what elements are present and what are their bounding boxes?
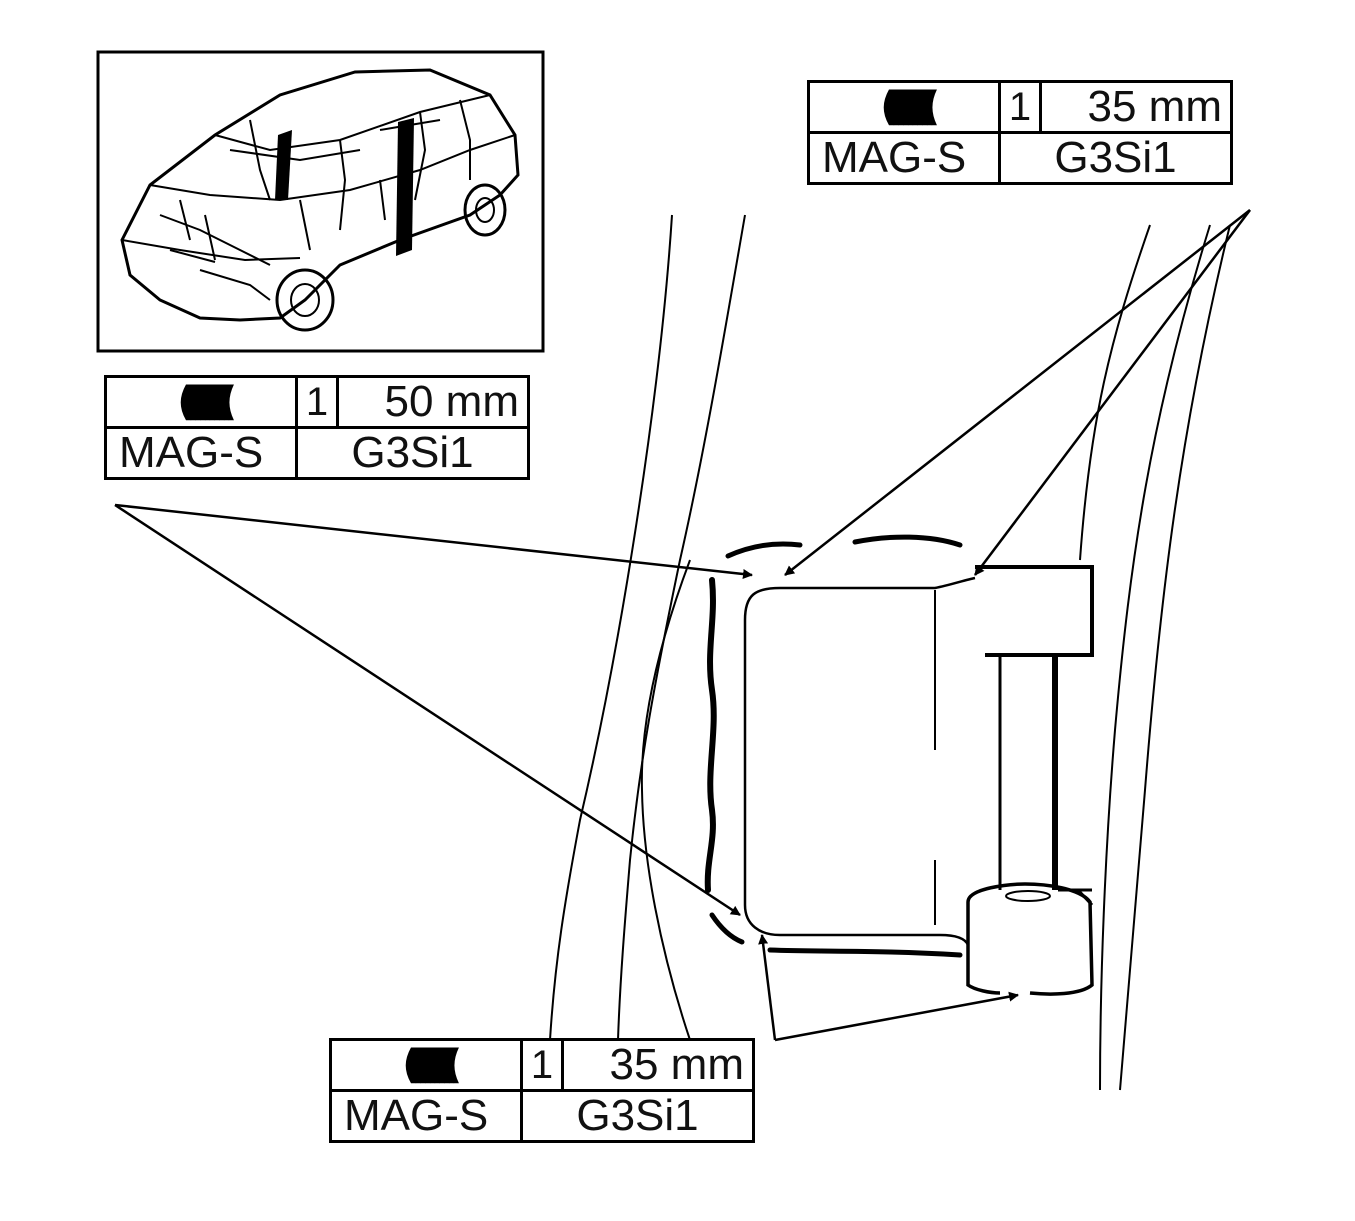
- panel-contours: [549, 214, 1231, 1091]
- weld-seam-bottom: [767, 947, 963, 958]
- fillet-weld-seam-icon: ((((((((((: [402, 1042, 461, 1088]
- leader-left-a: [114, 503, 753, 579]
- plate-inner-outline: [743, 576, 976, 621]
- weld-spec-callout-top-right: (((((((((( 1 35 mm MAG-S G3Si1: [807, 80, 1233, 185]
- weld-seam-left: [704, 577, 717, 893]
- weld-layers: 1: [998, 80, 1042, 134]
- weld-process: MAG-S: [104, 426, 298, 480]
- car-body-icon: [120, 68, 520, 332]
- weld-length: 50 mm: [336, 375, 530, 429]
- leader-arrows: [114, 209, 1251, 1042]
- weld-layers: 1: [520, 1038, 564, 1092]
- leader-left-b: [114, 503, 741, 917]
- inset-frame: [96, 50, 545, 353]
- highlight-pillar-c: [396, 118, 414, 256]
- rear-wheel-icon: [463, 183, 507, 237]
- highlight-pillar-b: [275, 130, 292, 200]
- weld-seam-top-left: [725, 541, 803, 559]
- leader-topright-a: [784, 209, 1251, 576]
- weld-process: MAG-S: [807, 131, 1001, 185]
- weld-length: 35 mm: [561, 1038, 755, 1092]
- weld-seams: [704, 534, 963, 958]
- leader-topright-b: [974, 209, 1251, 576]
- plate-top-flange: [975, 565, 1094, 657]
- front-wheel-icon: [275, 268, 335, 332]
- weld-process: MAG-S: [329, 1089, 523, 1143]
- weld-layers: 1: [295, 375, 339, 429]
- fillet-weld-seam-icon: ((((((((((: [177, 379, 236, 425]
- filler-wire: G3Si1: [520, 1089, 755, 1143]
- weld-length: 35 mm: [1039, 80, 1233, 134]
- weld-spec-callout-bottom: (((((((((( 1 35 mm MAG-S G3Si1: [329, 1038, 755, 1143]
- weld-seam-top-right: [852, 534, 963, 548]
- weld-spec-callout-left: (((((((((( 1 50 mm MAG-S G3Si1: [104, 375, 530, 480]
- filler-wire: G3Si1: [295, 426, 530, 480]
- reinforcement-bracket: [743, 565, 1094, 996]
- vehicle-inset: [96, 50, 545, 353]
- filler-wire: G3Si1: [998, 131, 1233, 185]
- leader-bottom-b: [774, 991, 1019, 1042]
- leader-bottom-a: [758, 934, 777, 1041]
- fillet-weld-seam-icon: ((((((((((: [880, 84, 939, 130]
